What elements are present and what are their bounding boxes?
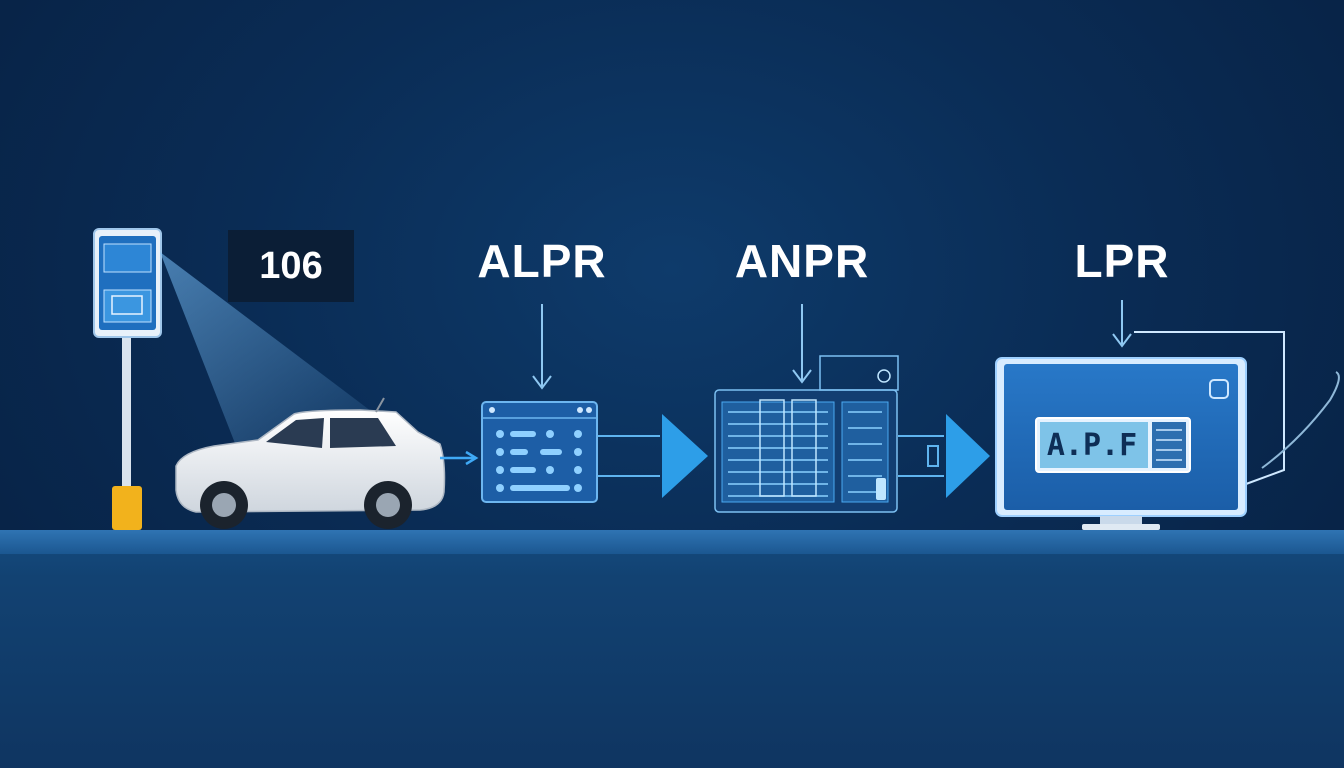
car-window-front <box>266 418 324 448</box>
car-window-rear <box>330 418 396 448</box>
alpr-window <box>481 401 598 503</box>
lpr-monitor <box>995 357 1247 530</box>
mouse-cable <box>1261 371 1340 469</box>
arrow-anpr-to-lpr <box>898 414 990 498</box>
parking-icon <box>1209 379 1229 399</box>
stage-label-lpr: LPR <box>1074 235 1170 287</box>
vehicle-counter: 106 <box>228 230 354 302</box>
road <box>0 530 1344 768</box>
plate-text: A.P.F <box>1046 427 1138 463</box>
stage-label-alpr: ALPR <box>477 235 607 287</box>
pole-base <box>112 486 142 530</box>
lpr-cable <box>1134 331 1285 485</box>
stage-label-anpr: ANPR <box>734 235 870 287</box>
gear-icon <box>877 369 891 383</box>
car <box>175 397 446 529</box>
arrow-alpr-to-anpr <box>598 414 708 498</box>
road-edge <box>0 530 1344 554</box>
plate-field <box>1040 422 1148 468</box>
camera-beam <box>160 252 420 456</box>
car-antenna <box>375 397 385 413</box>
barcode-icon <box>111 295 143 315</box>
anpr-processor <box>714 355 899 513</box>
camera-sign <box>93 228 162 530</box>
